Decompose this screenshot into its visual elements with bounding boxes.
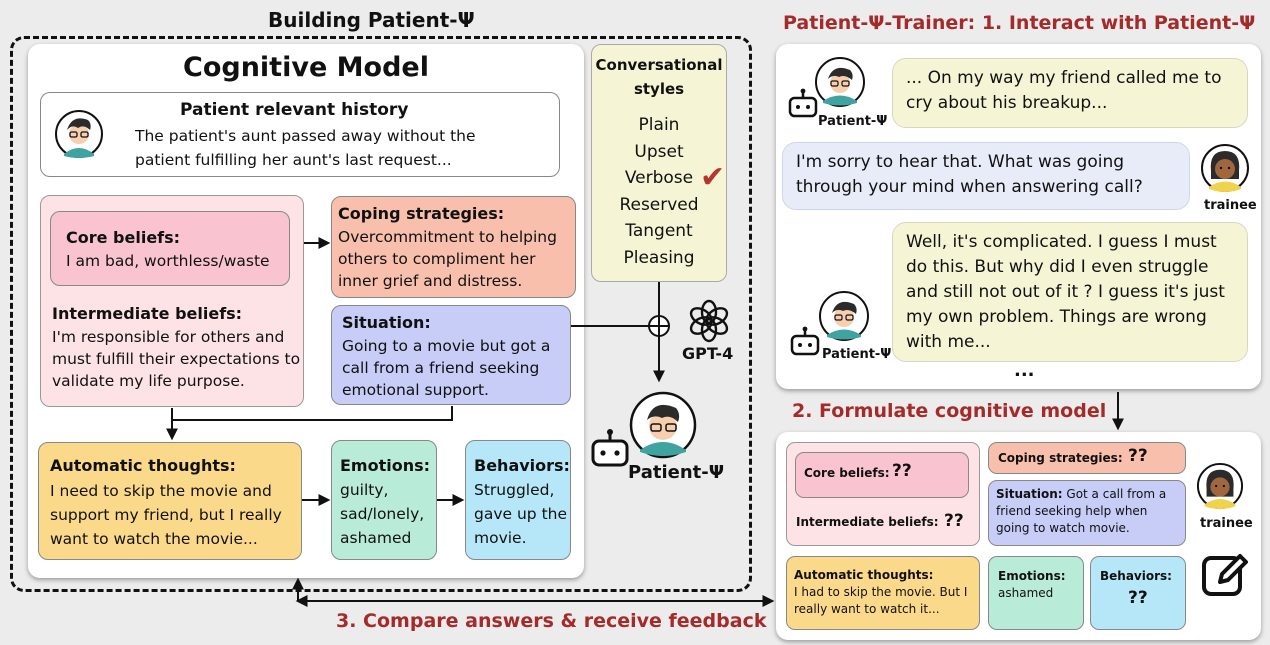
style-item: Pleasing (623, 247, 695, 268)
situation-label: Situation: (342, 313, 431, 332)
patient-avatar-icon (629, 391, 697, 459)
core-beliefs-box (50, 211, 290, 286)
styles-list: Plain Upset Verbose Reserved Tangent Ple… (594, 112, 724, 271)
intermediate-beliefs-text: I'm responsible for others and must fulf… (52, 328, 301, 390)
history-title: Patient relevant history (180, 100, 409, 120)
styles-title: Conversational styles (595, 56, 723, 98)
style-item: Upset (634, 141, 684, 162)
compare-title: 3. Compare answers & receive feedback (336, 610, 767, 632)
core-beliefs-text: I am bad, worthless/waste (66, 252, 270, 270)
f-emotions-box (988, 556, 1084, 630)
edit-icon[interactable] (1200, 550, 1250, 600)
robot-icon (788, 88, 818, 118)
f-situation-box (988, 480, 1186, 546)
patient-avatar-icon (55, 110, 103, 158)
chat-message-3: Well, it's complicated. I guess I must d… (906, 232, 1225, 352)
behaviors-box (465, 440, 571, 560)
chat-bubble-trainee (782, 142, 1190, 210)
history-box (40, 92, 560, 177)
patient-avatar-icon (815, 57, 865, 107)
f-behaviors-box (1090, 556, 1186, 630)
automatic-thoughts-label: Automatic thoughts: (50, 456, 236, 475)
emotions-label: Emotions: (340, 456, 431, 475)
behaviors-label: Behaviors: (474, 456, 570, 475)
style-item: Reserved (619, 194, 699, 215)
emotions-text: guilty, sad/lonely, ashamed (340, 481, 425, 547)
automatic-thoughts-box (38, 442, 302, 560)
robot-icon (591, 429, 629, 467)
f-coping-label: Coping strategies: (998, 451, 1123, 465)
patient-label: Patient-Ψ (818, 114, 888, 129)
gpt-label: GPT-4 (682, 344, 734, 363)
f-coping-q: ?? (1128, 446, 1148, 466)
openai-logo-icon (689, 299, 729, 343)
patient-label: Patient-Ψ (822, 347, 892, 362)
f-situation-content: Got a call from a friend seeking help wh… (996, 487, 1167, 535)
coping-strategies-label: Coping strategies: (338, 204, 505, 223)
trainee-avatar-icon (1201, 144, 1249, 192)
f-situation-label: Situation: (996, 487, 1063, 501)
f-intermediate-beliefs-q: ?? (944, 511, 964, 531)
core-beliefs-label: Core beliefs: (66, 228, 181, 247)
check-icon: ✔ (700, 160, 726, 195)
style-item: Tangent (625, 221, 693, 241)
f-emotions-text: ashamed (998, 586, 1054, 600)
patient-label: Patient-Ψ (628, 462, 725, 483)
behaviors-text: Struggled, gave up the movie. (474, 481, 567, 547)
f-coping-box (988, 442, 1186, 474)
building-title: Building Patient-Ψ (268, 8, 475, 32)
style-item: Verbose (624, 168, 694, 188)
f-behaviors-label: Behaviors: (1100, 569, 1172, 583)
situation-text: Going to a movie but got a call from a f… (342, 337, 551, 399)
style-item: Plain (638, 115, 680, 135)
intermediate-beliefs-label: Intermediate beliefs: (52, 304, 243, 323)
chat-ellipsis: ... (1014, 360, 1035, 381)
f-behaviors-q: ?? (1128, 588, 1148, 608)
robot-icon (790, 326, 820, 356)
situation-box (331, 305, 571, 405)
f-emotions-label: Emotions: (998, 569, 1066, 583)
trainee-avatar-icon (1196, 463, 1244, 510)
formulate-title: 2. Formulate cognitive model (792, 400, 1107, 422)
patient-avatar-icon (819, 291, 869, 341)
f-intermediate-beliefs-label: Intermediate beliefs: (796, 515, 939, 529)
emotions-box (331, 440, 437, 560)
f-situation-text: Situation: Got a call from a friend seek… (996, 486, 1182, 537)
conversational-styles-box (591, 44, 727, 282)
arrow-beliefs-to-automatic (172, 406, 453, 438)
cognitive-model-title: Cognitive Model (183, 52, 429, 83)
f-automatic-text: I had to skip the movie. But I really wa… (794, 585, 968, 616)
f-core-beliefs-box (795, 452, 969, 498)
trainee-label: trainee (1200, 516, 1253, 531)
chat-message-1: ... On my way my friend called me to cry… (906, 68, 1222, 113)
automatic-thoughts-text: I need to skip the movie and support my … (50, 482, 282, 548)
coping-strategies-box (331, 196, 576, 298)
trainee-label: trainee (1204, 198, 1257, 213)
chat-message-2: I'm sorry to hear that. What was going t… (796, 152, 1143, 197)
history-text: The patient's aunt passed away without t… (135, 127, 476, 169)
chat-bubble-patient (892, 58, 1248, 128)
f-core-beliefs-label: Core beliefs: (804, 466, 890, 480)
coping-strategies-text: Overcommitment to helping others to comp… (338, 228, 557, 290)
building-area (10, 36, 752, 592)
f-automatic-label: Automatic thoughts: (794, 568, 934, 582)
f-automatic-box (786, 556, 980, 630)
f-core-beliefs-q: ?? (892, 461, 912, 481)
trainer-title: Patient-Ψ-Trainer: 1. Interact with Pati… (783, 12, 1256, 34)
chat-bubble-patient (892, 222, 1248, 362)
